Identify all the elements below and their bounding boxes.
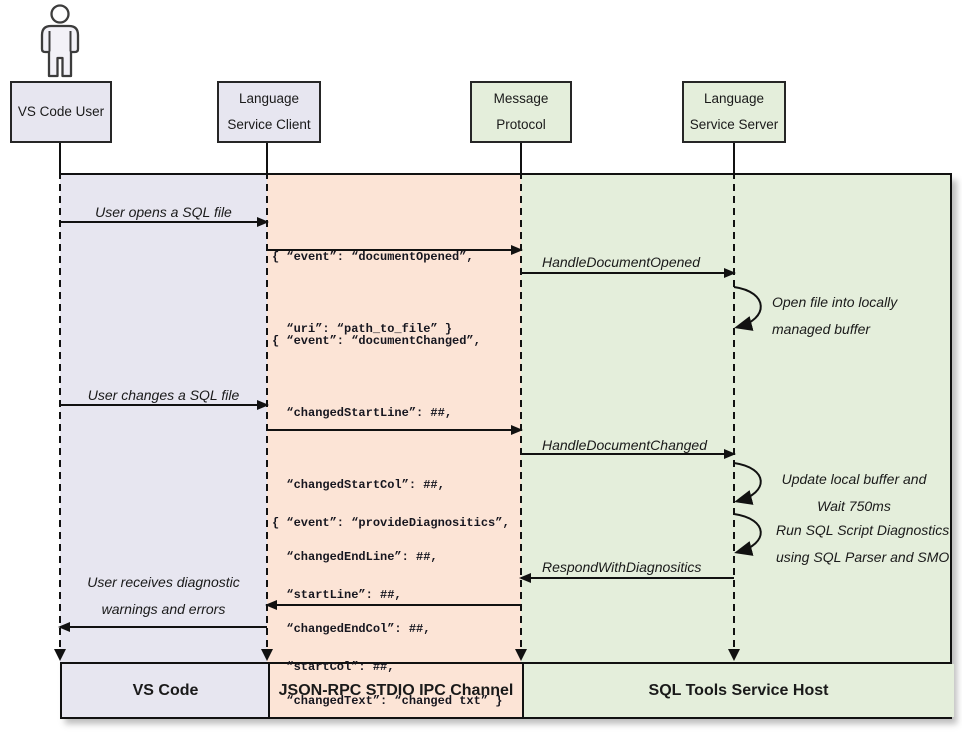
lifeline-stub-protocol — [520, 143, 522, 173]
payload-line: “changedText”: “changed txt” } — [272, 694, 503, 708]
actor-box-language-service-client: Language Service Client — [217, 81, 321, 143]
lane-vscode — [60, 175, 267, 662]
payload-document-changed: { “event”: “documentChanged”, “changedSt… — [272, 281, 502, 732]
lane-ipc-channel — [267, 175, 521, 662]
actor-box-vscode-user: VS Code User — [10, 81, 112, 143]
payload-line: “startCol”: ##, — [272, 660, 395, 674]
message-arrow-user-receives — [58, 622, 267, 632]
footer-divider — [268, 664, 270, 717]
lifeline-end-arrow — [728, 649, 740, 661]
message-label-user-changes: User changes a SQL file — [87, 387, 240, 403]
payload-line: { “event”: “documentChanged”, — [272, 334, 481, 348]
footer-row: VS Code JSON-RPC STDIO IPC Channel SQL T… — [60, 662, 954, 719]
actor-box-message-protocol: Message Protocol — [470, 81, 572, 143]
message-arrow-document-opened — [267, 245, 523, 255]
lifeline-end-arrow — [54, 649, 66, 661]
lifeline-stub-user — [59, 143, 61, 173]
payload-line: “changedEndCol”: ##, — [272, 622, 431, 636]
label-line: Wait 750ms — [817, 498, 891, 514]
message-arrow-diagnostics-to-client — [265, 600, 521, 610]
self-loop-open-buffer — [733, 286, 762, 331]
lifeline-stub-client — [266, 143, 268, 173]
message-label-handle-document-changed: HandleDocumentChanged — [542, 437, 707, 453]
footer-label: JSON-RPC STDIO IPC Channel — [278, 681, 514, 699]
message-arrow-respond-with-diagnostics — [519, 573, 734, 583]
label-line: Run SQL Script Diagnostics — [776, 522, 950, 538]
annotation-update-buffer: Update local buffer and Wait 750ms — [766, 466, 942, 520]
annotation-run-diagnostics: Run SQL Script Diagnostics using SQL Par… — [776, 517, 949, 571]
message-arrow-handle-document-opened — [521, 268, 736, 278]
footer-label: SQL Tools Service Host — [648, 681, 829, 699]
lifeline-end-arrow — [261, 649, 273, 661]
lifeline-server — [733, 172, 735, 648]
payload-line: { “event”: “documentOpened”, — [272, 250, 474, 264]
self-loop-update-buffer — [733, 462, 762, 505]
actor-label: Language — [703, 91, 765, 106]
label-line: managed buffer — [772, 321, 871, 337]
footer-box-service-host: SQL Tools Service Host — [523, 664, 954, 717]
message-label-user-receives: User receives diagnostic warnings and er… — [60, 569, 267, 623]
label-line: using SQL Parser and SMO — [776, 549, 950, 565]
payload-document-opened: { “event”: “documentOpened”, “uri”: “pat… — [272, 197, 474, 389]
payload-line: “changedStartLine”: ##, — [272, 406, 453, 420]
annotation-open-buffer: Open file into locally managed buffer — [772, 289, 897, 343]
actor-label: Service Client — [227, 117, 311, 132]
payload-provide-diagnostics: { “event”: “provideDiagnositics”, “start… — [272, 463, 510, 732]
lifeline-end-arrow — [515, 649, 527, 661]
actor-label: Language — [238, 91, 300, 106]
self-loop-run-diagnostics — [733, 513, 762, 556]
message-label-handle-document-opened: HandleDocumentOpened — [542, 254, 700, 270]
actor-label: Service Server — [689, 117, 779, 132]
actor-label: VS Code User — [17, 104, 105, 119]
swimlanes: VS Code JSON-RPC STDIO IPC Channel SQL T… — [60, 173, 954, 719]
label-line: warnings and errors — [101, 601, 226, 617]
actor-box-language-service-server: Language Service Server — [682, 81, 786, 143]
footer-box-vscode: VS Code — [62, 664, 269, 717]
label-line: User receives diagnostic — [87, 574, 240, 590]
footer-box-ipc-channel: JSON-RPC STDIO IPC Channel — [269, 664, 523, 717]
payload-line: “uri”: “path_to_file” } — [272, 322, 453, 336]
lifeline-client — [266, 172, 268, 648]
payload-line: “changedEndLine”: ##, — [272, 550, 438, 564]
payload-line: “startLine”: ##, — [272, 588, 402, 602]
lane-service-host — [521, 175, 952, 662]
message-arrow-handle-document-changed — [521, 449, 736, 459]
message-label-user-opens: User opens a SQL file — [95, 204, 232, 220]
message-arrow-user-opens — [60, 217, 269, 227]
lifeline-user — [59, 172, 61, 648]
payload-line: { “event”: “provideDiagnositics”, — [272, 516, 510, 530]
payload-line: “endLine”: ##, — [272, 727, 510, 732]
message-arrow-document-changed — [267, 425, 523, 435]
payload-line: “changedStartCol”: ##, — [272, 478, 445, 492]
footer-label: VS Code — [132, 681, 199, 699]
lane-top-border — [60, 173, 952, 175]
label-line: Open file into locally — [772, 294, 898, 310]
footer-divider — [522, 664, 524, 717]
person-icon — [40, 4, 80, 78]
lifeline-stub-server — [733, 143, 735, 173]
actor-label: Message — [493, 91, 549, 106]
actor-label: Protocol — [496, 117, 546, 132]
message-label-respond-with-diagnostics: RespondWithDiagnositics — [542, 559, 702, 575]
message-arrow-user-changes — [60, 400, 269, 410]
label-line: Update local buffer and — [781, 471, 927, 487]
lifeline-protocol — [520, 172, 522, 648]
